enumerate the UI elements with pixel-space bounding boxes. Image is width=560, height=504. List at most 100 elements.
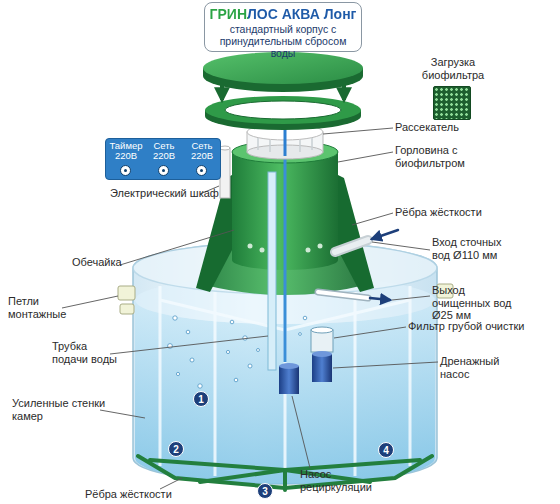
air-bubbles <box>176 372 179 375</box>
feed-tube <box>268 172 276 370</box>
part-label: Трубка подачи воды <box>52 340 122 365</box>
mounting-loops <box>120 304 134 314</box>
air-bubbles <box>303 316 307 320</box>
air-bubbles <box>299 333 302 336</box>
air-bubbles <box>190 358 194 362</box>
socket-label: Сеть 220В <box>145 141 183 162</box>
leader-lines <box>110 336 268 354</box>
pumps-and-filter <box>312 354 332 382</box>
power-socket <box>158 165 169 176</box>
leader-lines <box>62 296 118 308</box>
callout-circle-outline <box>169 442 184 457</box>
base-ribs <box>150 460 285 470</box>
ring <box>205 96 361 130</box>
cabinet-post <box>220 148 230 198</box>
part-label: Рёбра жёсткости <box>85 488 205 501</box>
biofilter-heading: Загрузка биофильтра <box>402 56 504 81</box>
part-label: Рассекатель <box>395 121 485 134</box>
distributor <box>257 138 259 150</box>
pipes <box>370 298 390 300</box>
part-label: Горловина с биофильтром <box>395 144 495 169</box>
neck <box>248 244 253 249</box>
distributor <box>311 138 313 150</box>
biofilter-sample: Загрузка биофильтра <box>433 86 471 120</box>
callout-number: 2 <box>168 441 184 457</box>
callout-circle: 4 <box>378 442 394 458</box>
leader-lines <box>292 396 310 468</box>
base-ribs <box>283 470 287 490</box>
chamber-walls <box>160 300 285 330</box>
neck <box>260 248 265 253</box>
air-bubbles <box>248 364 252 368</box>
callout-circle-outline <box>379 443 394 458</box>
air-bubbles <box>226 350 229 353</box>
part-label: Электрический шкаф <box>110 187 220 200</box>
pumps-and-filter <box>312 351 332 357</box>
callout-circle-outline <box>194 392 209 407</box>
callout-circle: 1 <box>193 391 209 407</box>
air-bubbles <box>173 316 177 320</box>
air-bubbles <box>230 320 234 324</box>
pipes <box>335 240 368 252</box>
part-label: Усиленные стенки камер <box>12 397 112 422</box>
leader-lines <box>100 410 145 418</box>
chamber-walls <box>409 286 412 466</box>
pipes <box>318 230 398 300</box>
cabinet-post <box>220 146 230 150</box>
chamber-walls <box>214 292 217 476</box>
ring <box>225 101 341 119</box>
feed-tube <box>284 140 287 362</box>
base-ribs <box>138 456 432 490</box>
air-bubbles <box>257 349 260 352</box>
socket-label: Сеть 220В <box>183 141 221 162</box>
pumps-and-filter <box>311 327 333 333</box>
leader-lines <box>160 478 182 489</box>
assembly-arrows <box>220 84 224 100</box>
product-subtitle: стандартный корпус с принудительным сбро… <box>208 23 358 59</box>
neck <box>318 244 323 249</box>
assembly-arrows <box>222 84 344 100</box>
cabinet-post <box>220 146 230 198</box>
socket-label: Таймер 220В <box>107 141 145 162</box>
pipes <box>318 292 368 298</box>
base-ribs <box>200 470 285 482</box>
part-label: Обечайка <box>72 256 142 269</box>
title-box: ГРИНЛОС АКВА Лонгстандартный корпус с пр… <box>204 2 362 52</box>
product-title: ГРИНЛОС АКВА Лонг <box>210 6 357 23</box>
assembly-arrows <box>342 84 346 100</box>
chamber-walls <box>354 292 357 476</box>
callout-number: 4 <box>378 442 394 458</box>
power-socket <box>120 165 131 176</box>
chamber-walls <box>159 286 162 466</box>
leader-lines <box>62 128 438 489</box>
leader-lines <box>338 152 393 162</box>
leader-lines <box>392 296 430 300</box>
part-label: Петли монтажные <box>8 295 78 320</box>
chamber-walls <box>285 300 410 330</box>
pipes <box>335 240 368 252</box>
leader-lines <box>120 230 234 265</box>
leader-lines <box>352 213 393 225</box>
leader-lines <box>372 242 430 250</box>
pumps-and-filter <box>279 363 299 369</box>
ring <box>205 96 361 124</box>
leader-lines <box>323 128 393 134</box>
distributor <box>269 140 271 152</box>
callout-circle: 3 <box>257 483 273 499</box>
electrical-panel: Таймер 220ВСеть 220ВСеть 220В <box>105 138 221 180</box>
callout-circle: 2 <box>168 441 184 457</box>
part-label: Дренажный насос <box>440 355 520 380</box>
power-socket <box>196 165 207 176</box>
part-label: Выход очищенных вод Ø25 мм <box>432 284 522 322</box>
leader-lines <box>333 362 438 368</box>
part-label: Фильтр грубой очистки <box>408 320 553 333</box>
distributor <box>284 126 287 156</box>
pumps-and-filter <box>279 327 333 394</box>
callout-circle-outline <box>258 484 273 499</box>
air-bubbles <box>234 378 238 382</box>
air-bubbles <box>198 384 202 388</box>
air-bubbles <box>186 330 190 334</box>
part-label: Вход сточных вод Ø110 мм <box>432 236 512 261</box>
